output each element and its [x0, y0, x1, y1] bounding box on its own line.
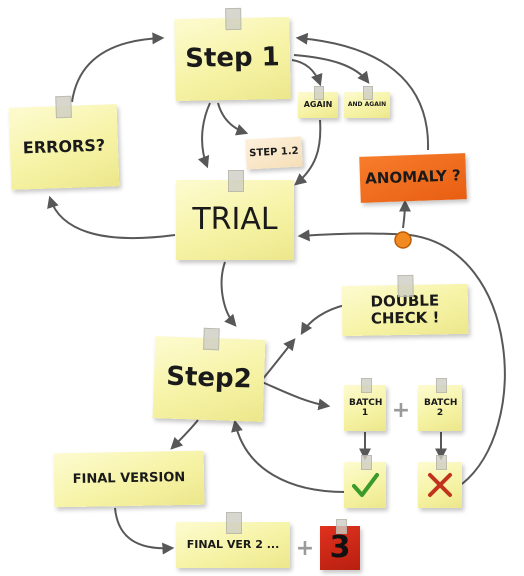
- tape: [363, 86, 373, 100]
- arrow-trial-to-errors: [47, 195, 176, 240]
- errors-label: ERRORS?: [22, 135, 106, 158]
- step12-label: STEP 1.2: [249, 145, 299, 160]
- cross-icon: [428, 473, 452, 497]
- check-icon: [352, 473, 379, 497]
- arrow-final-version-to-final-ver2: [114, 507, 175, 555]
- step2-label: Step2: [165, 361, 253, 395]
- errors-note: ERRORS?: [8, 95, 120, 190]
- tape: [55, 95, 72, 119]
- plus-sign-final: +: [295, 535, 315, 561]
- arrow-step1-to-again: [291, 59, 323, 87]
- plus-sign: +: [391, 397, 411, 423]
- arrow-errors-to-step1: [71, 32, 165, 103]
- arrow-step2-up-right: [261, 338, 296, 381]
- arrow-anomaly-to-step1: [295, 32, 430, 151]
- arrow-double-check-to-step2: [300, 304, 346, 336]
- final-ver2-label: FINAL VER 2 ...: [186, 537, 280, 551]
- arrow-cross-to-trial: [297, 229, 506, 485]
- tape: [436, 378, 447, 393]
- tape: [314, 86, 324, 100]
- double-check-label: DOUBLE CHECK !: [370, 291, 440, 328]
- tape: [397, 274, 414, 298]
- arrow-step2-to-batch1: [261, 381, 331, 411]
- and-again-note: AND AGAIN: [344, 86, 390, 118]
- again-label: AGAIN: [303, 100, 333, 110]
- tape: [228, 170, 244, 192]
- and-again-label: AND AGAIN: [347, 100, 387, 108]
- arrow-trial-to-step2: [220, 261, 237, 327]
- step1-label: Step 1: [184, 42, 281, 74]
- tape: [226, 512, 242, 534]
- step1-note: Step 1: [174, 7, 291, 101]
- batch2-label: BATCH 2: [424, 397, 458, 418]
- final-version-note: FINAL VERSION: [53, 450, 205, 508]
- batch1-note: BATCH 1: [344, 378, 386, 431]
- three-note: 3: [320, 519, 360, 570]
- arrow-step2-to-final-version: [170, 419, 199, 450]
- three-label: 3: [329, 529, 351, 565]
- tape: [361, 455, 372, 470]
- arrow-again-to-trial: [294, 119, 322, 186]
- batch1-label: BATCH 1: [349, 397, 383, 418]
- double-check-note: DOUBLE CHECK !: [341, 274, 469, 337]
- final-version-label: FINAL VERSION: [72, 469, 186, 487]
- arrow-step1-to-and-again: [293, 54, 370, 84]
- again-note: AGAIN: [298, 86, 338, 118]
- tape: [361, 378, 372, 393]
- step12-note: STEP 1.2: [245, 136, 303, 170]
- step2-note: Step2: [152, 327, 266, 422]
- arrow-dot-to-anomaly: [398, 199, 411, 229]
- trial-label: TRIAL: [192, 201, 278, 237]
- arrow-step1-to-trial: [197, 102, 211, 169]
- anomaly-label: ANOMALY ?: [364, 166, 461, 189]
- tape: [203, 327, 220, 351]
- check-note: [344, 455, 386, 508]
- tape: [224, 7, 241, 31]
- arrow-step1-to-step12: [217, 102, 249, 136]
- final-ver2-note: FINAL VER 2 ...: [176, 512, 290, 568]
- tape: [336, 519, 347, 534]
- orange-dot: [394, 231, 412, 249]
- tape: [436, 455, 447, 470]
- cross-note: [418, 455, 462, 508]
- trial-note: TRIAL: [176, 170, 294, 260]
- anomaly-note[interactable]: ANOMALY ?: [359, 153, 467, 203]
- arrow-check-to-step2: [231, 419, 346, 493]
- batch2-note: BATCH 2: [418, 378, 462, 431]
